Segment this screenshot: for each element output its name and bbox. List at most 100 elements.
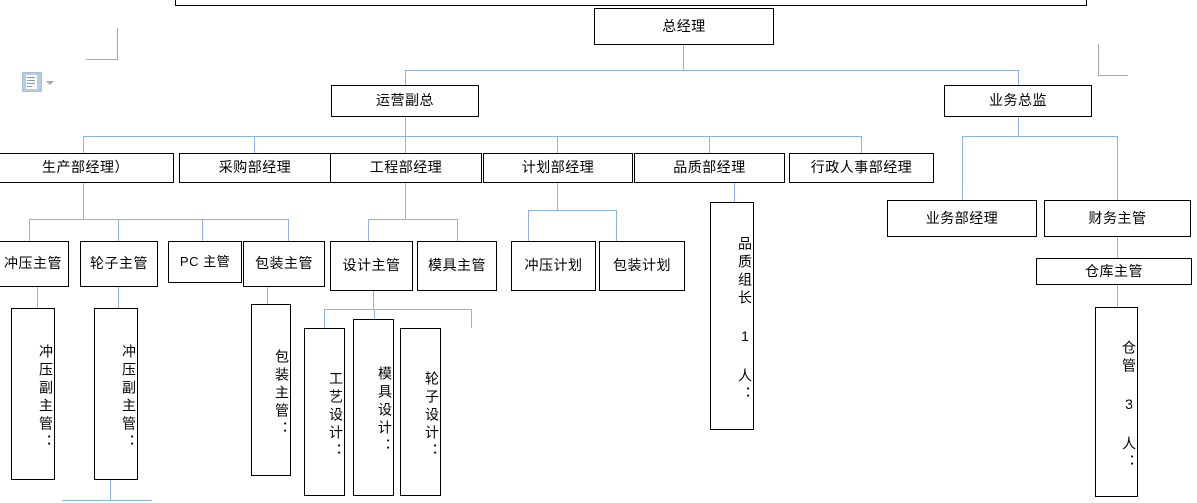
connector-opsvp-down	[405, 117, 406, 136]
box-label: 业务总监	[989, 92, 1047, 109]
box-operations-vp[interactable]: 运营副总	[331, 85, 479, 117]
connector-design-bus	[324, 309, 471, 310]
connector-l3-c	[405, 136, 406, 153]
connector-qualmgr-down	[734, 183, 735, 202]
box-packaging-supervisor[interactable]: 包装主管	[243, 241, 325, 287]
box-mould-design[interactable]: 模具设计：	[353, 319, 394, 496]
box-warehouse-supervisor[interactable]: 仓库主管	[1036, 258, 1192, 285]
box-label: 业务部经理	[925, 209, 999, 226]
crop-mark-top-left	[86, 28, 118, 60]
connector-deputy-bottom-bus	[62, 500, 152, 501]
connector-sup-mould	[457, 219, 458, 241]
connector-design-down	[373, 291, 374, 309]
connector-sup-stamping	[29, 219, 30, 241]
connector-l3-biz-bus	[962, 136, 1118, 137]
box-label: 品质组长 1 人：	[737, 235, 753, 404]
connector-planmgr-down	[557, 183, 558, 210]
connector-l3-a	[83, 136, 84, 153]
box-label: 行政人事部经理	[810, 159, 913, 176]
box-stamping-deputy-1[interactable]: 冲压副主管：	[11, 308, 55, 480]
box-quality-manager[interactable]: 品质部经理	[634, 153, 785, 183]
box-packaging-plan[interactable]: 包装计划	[599, 241, 685, 291]
box-label: 工艺设计：	[328, 370, 344, 461]
connector-l3-d	[557, 136, 558, 153]
connector-sup-pc	[202, 219, 203, 241]
connector-to-ops-vp	[405, 70, 406, 85]
box-label: 轮子设计：	[424, 370, 440, 461]
box-craft-design[interactable]: 工艺设计：	[304, 328, 345, 496]
paste-page-glyph	[26, 75, 37, 89]
box-production-manager[interactable]: 生产部经理）	[0, 153, 174, 183]
clipped-top-box	[175, 0, 1087, 6]
connector-eng-sup-bus	[368, 219, 457, 220]
box-label: 工程部经理	[369, 159, 443, 176]
box-label: 冲压计划	[524, 257, 583, 274]
box-label: 生产部经理）	[42, 159, 129, 176]
box-label: 运营副总	[376, 92, 434, 109]
box-wheel-supervisor[interactable]: 轮子主管	[80, 241, 158, 287]
box-stamping-plan[interactable]: 冲压计划	[511, 241, 596, 291]
connector-plan-stamp	[528, 210, 529, 241]
box-label: 模具主管	[428, 257, 486, 274]
box-label: 轮子主管	[90, 255, 148, 272]
box-design-supervisor[interactable]: 设计主管	[330, 241, 413, 291]
connector-sup-design	[368, 219, 369, 241]
box-engineering-manager[interactable]: 工程部经理	[330, 153, 482, 183]
connector-design-wheel	[471, 309, 472, 328]
box-stamping-supervisor[interactable]: 冲压主管	[0, 241, 69, 287]
box-label: 冲压主管	[4, 255, 62, 272]
connector-plan-pack	[616, 210, 617, 241]
crop-mark-top-right	[1098, 44, 1128, 76]
connector-plan-bus	[528, 210, 616, 211]
box-mould-supervisor[interactable]: 模具主管	[417, 241, 497, 291]
connector-to-fin-sup	[1117, 136, 1118, 200]
connector-to-biz-dir	[1018, 70, 1019, 85]
connector-design-craft	[324, 309, 325, 328]
box-label: 财务主管	[1088, 209, 1147, 226]
chevron-down-icon[interactable]	[46, 81, 54, 85]
box-label: 冲压副主管：	[121, 343, 137, 452]
box-planning-manager[interactable]: 计划部经理	[483, 153, 633, 183]
box-packaging-deputy[interactable]: 包装主管：	[251, 304, 291, 476]
connector-bizdir-down	[1018, 117, 1019, 136]
connector-pack-deputy	[267, 287, 268, 304]
box-sales-manager[interactable]: 业务部经理	[887, 200, 1037, 237]
connector-to-biz-mgr	[962, 136, 963, 200]
connector-deputy-bottom-down	[110, 478, 111, 500]
connector-stamp-deputy	[37, 287, 38, 308]
connector-wh-to-staff	[1117, 285, 1118, 307]
connector-l3-f	[861, 136, 862, 153]
box-warehouse-staff[interactable]: 仓管 3 人：	[1095, 307, 1138, 497]
box-stamping-deputy-2[interactable]: 冲压副主管：	[94, 308, 138, 480]
box-label: 总经理	[662, 17, 706, 34]
connector-wheel-deputy	[118, 287, 119, 308]
box-pc-supervisor[interactable]: PC 主管	[168, 241, 242, 283]
box-quality-team-leader[interactable]: 品质组长 1 人：	[710, 202, 754, 430]
box-label: 仓管 3 人：	[1121, 339, 1137, 472]
connector-prodmgr-down	[83, 183, 84, 219]
box-business-director[interactable]: 业务总监	[944, 85, 1092, 117]
box-general-manager[interactable]: 总经理	[594, 8, 774, 45]
connector-l3-b	[254, 136, 255, 153]
box-label: 模具设计：	[377, 366, 393, 456]
box-admin-hr-manager[interactable]: 行政人事部经理	[789, 153, 934, 183]
connector-sup-pack	[288, 219, 289, 241]
box-purchasing-manager[interactable]: 采购部经理	[179, 153, 331, 183]
connector-l2-bus	[405, 70, 1019, 71]
box-label: 设计主管	[342, 257, 401, 274]
connector-engmgr-down	[405, 183, 406, 219]
box-wheel-design[interactable]: 轮子设计：	[400, 328, 441, 496]
box-label: 包装计划	[613, 257, 671, 274]
connector-fin-to-wh	[1117, 237, 1118, 258]
box-label: 品质部经理	[673, 159, 746, 176]
box-label: 冲压副主管：	[38, 343, 54, 452]
connector-l3-ops-bus	[83, 136, 862, 137]
box-label: 计划部经理	[521, 159, 595, 176]
connector-prod-sup-bus	[29, 219, 288, 220]
box-label: PC 主管	[179, 253, 231, 269]
box-label: 包装主管	[255, 255, 313, 272]
connector-design-mould	[374, 309, 375, 328]
box-finance-supervisor[interactable]: 财务主管	[1044, 200, 1191, 237]
paste-clipboard-icon[interactable]	[22, 72, 42, 92]
